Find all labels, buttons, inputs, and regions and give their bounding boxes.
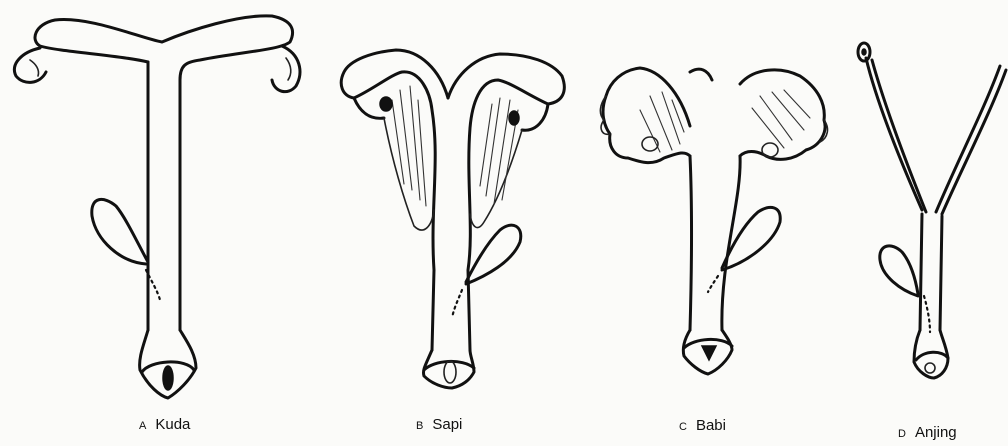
drawing-b-sapi xyxy=(341,50,564,388)
caption-b-letter: B xyxy=(416,420,423,432)
drawing-a-right-ovary xyxy=(272,46,300,92)
drawing-c-os xyxy=(702,346,716,360)
drawing-c-right-ovary xyxy=(762,143,778,157)
drawing-b-left-ovary xyxy=(380,97,392,111)
caption-b-name: Sapi xyxy=(432,416,462,433)
caption-d-letter: D xyxy=(898,428,906,440)
caption-c: C Babi xyxy=(679,418,726,433)
drawing-b-right-horn xyxy=(448,54,564,350)
drawing-b-left-ligament xyxy=(384,118,434,230)
drawing-b-os xyxy=(444,361,456,383)
drawing-d-left-horn xyxy=(866,58,922,210)
drawing-a-os xyxy=(163,366,173,390)
drawing-d-bladder xyxy=(880,246,918,296)
drawing-a-kuda xyxy=(14,16,299,398)
drawing-a-bladder xyxy=(92,199,148,264)
drawing-a-outline xyxy=(35,16,293,330)
drawing-c-babi xyxy=(600,68,827,374)
drawing-b-right-ligament xyxy=(470,130,522,228)
caption-a-letter: A xyxy=(139,420,146,432)
drawing-d-anjing xyxy=(858,43,1006,378)
caption-d-name: Anjing xyxy=(915,424,957,441)
drawing-d-right-horn xyxy=(936,66,1000,212)
drawing-b-bladder xyxy=(466,225,521,284)
drawing-d-os xyxy=(925,363,935,373)
caption-b: B Sapi xyxy=(416,417,462,432)
caption-c-letter: C xyxy=(679,421,687,433)
drawing-b-right-ovary xyxy=(509,111,519,125)
caption-a-name: Kuda xyxy=(155,416,190,433)
drawing-c-left-horn xyxy=(603,68,690,163)
caption-d: D Anjing xyxy=(898,425,957,440)
drawing-a-left-ovary xyxy=(14,48,46,82)
caption-a: A Kuda xyxy=(139,417,190,432)
caption-c-name: Babi xyxy=(696,417,726,434)
drawing-b-left-horn xyxy=(341,50,448,350)
